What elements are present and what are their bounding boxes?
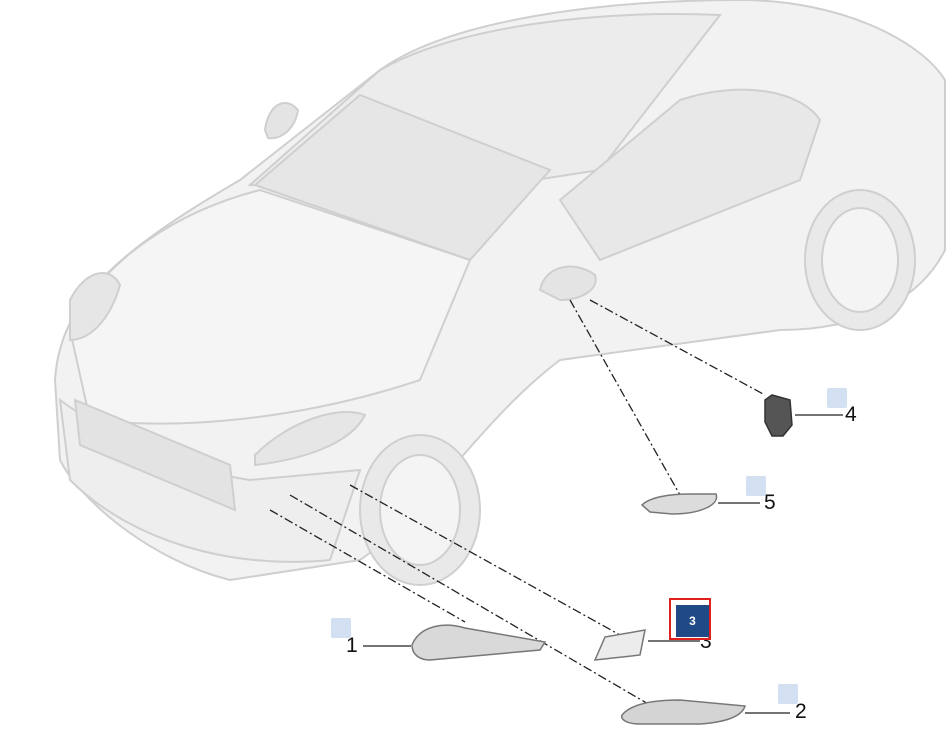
- front-grille: [73, 398, 237, 512]
- leader-2: [289, 494, 651, 706]
- car-hood: [68, 188, 472, 425]
- hotspot-marker-5[interactable]: [746, 476, 766, 496]
- rear-wheel-rim: [821, 207, 899, 313]
- leader-4: [589, 299, 766, 396]
- leader-3: [349, 484, 621, 636]
- callout-number-3[interactable]: 3: [700, 630, 712, 653]
- selection-highlight: [669, 598, 711, 640]
- callout-number-5[interactable]: 5: [764, 491, 776, 514]
- hotspot-marker-1[interactable]: [331, 618, 351, 638]
- headlight-right: [254, 411, 367, 467]
- callout-number-4[interactable]: 4: [845, 403, 857, 426]
- part-4-sensor: [764, 394, 793, 437]
- part-3-reflector: [593, 629, 646, 661]
- callout-number-2[interactable]: 2: [795, 700, 807, 723]
- part-5-mirror-indicator: [640, 493, 718, 515]
- part-1-fog-light-trim: [411, 624, 547, 661]
- hotspot-marker-4[interactable]: [827, 388, 847, 408]
- hotspot-marker-2[interactable]: [778, 684, 798, 704]
- left-mirror: [263, 101, 300, 140]
- part-2-bumper-trim: [620, 699, 746, 725]
- headlight-left: [69, 272, 122, 342]
- front-wheel-rim: [379, 454, 461, 566]
- car-windshield: [253, 93, 552, 262]
- callout-number-1[interactable]: 1: [346, 634, 358, 657]
- side-mirror: [538, 265, 597, 302]
- car-side-window: [558, 88, 822, 262]
- leader-1: [269, 509, 466, 623]
- selected-part-badge[interactable]: 3: [676, 605, 709, 637]
- leader-5: [569, 299, 681, 496]
